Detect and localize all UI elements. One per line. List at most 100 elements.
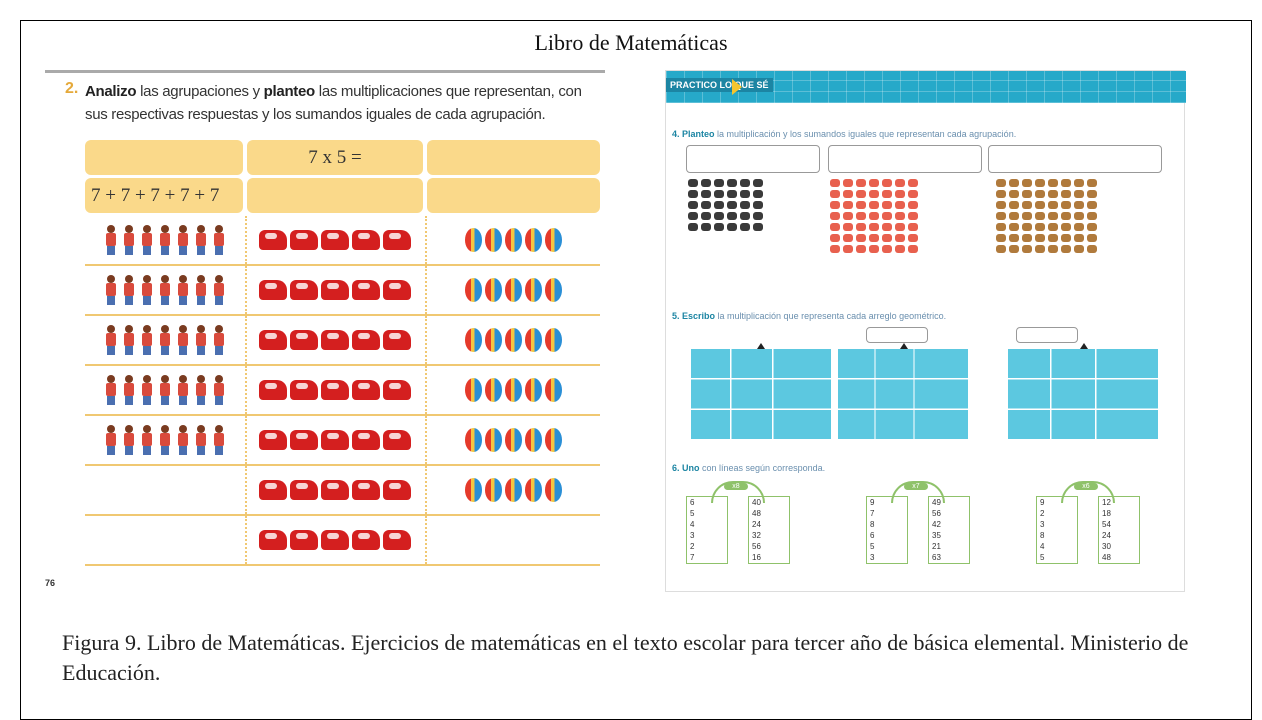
- number-cell[interactable]: 6: [870, 531, 875, 540]
- number-cell[interactable]: 4: [1040, 542, 1045, 551]
- cookie-icon: [1087, 245, 1097, 253]
- number-cell[interactable]: 21: [932, 542, 941, 551]
- number-cell[interactable]: 5: [1040, 553, 1045, 562]
- girl-icon: [211, 325, 226, 355]
- number-cell[interactable]: 6: [690, 498, 695, 507]
- balloon-icon: [505, 278, 522, 302]
- balloon-icon: [545, 378, 562, 402]
- candy-icon: [830, 245, 840, 253]
- number-cell[interactable]: 24: [752, 520, 761, 529]
- answer-box[interactable]: [828, 145, 982, 173]
- cookie-icon: [1048, 212, 1058, 220]
- cookie-icon: [1087, 179, 1097, 187]
- cookie-icon: [1048, 201, 1058, 209]
- page-number: 76: [45, 578, 56, 588]
- cookie-icon: [1061, 190, 1071, 198]
- candy-icon: [843, 190, 853, 198]
- candy-icon: [908, 201, 918, 209]
- header-cell[interactable]: [247, 178, 423, 213]
- car-icon: [321, 430, 349, 450]
- balloon-icon: [485, 278, 502, 302]
- header-cell[interactable]: [427, 140, 600, 175]
- cookies-grouping: [996, 179, 1097, 253]
- number-cell[interactable]: 35: [932, 531, 941, 540]
- number-cell[interactable]: 24: [1102, 531, 1111, 540]
- answer-box[interactable]: [686, 145, 820, 173]
- number-cell[interactable]: 32: [752, 531, 761, 540]
- car-icon: [321, 380, 349, 400]
- number-cell[interactable]: 40: [752, 498, 761, 507]
- cookie-icon: [1035, 223, 1045, 231]
- number-cell[interactable]: 56: [932, 509, 941, 518]
- cookie-icon: [1022, 234, 1032, 242]
- car-icon: [383, 380, 411, 400]
- section-tag: PRACTICO LO QUE SÉ: [666, 78, 773, 92]
- number-cell[interactable]: 7: [870, 509, 875, 518]
- column-separator: [245, 466, 247, 514]
- cookie-icon: [1061, 179, 1071, 187]
- balloon-icon: [525, 428, 542, 452]
- cookie-icon: [1009, 245, 1019, 253]
- girls-cell: [85, 266, 243, 314]
- girl-icon: [139, 325, 154, 355]
- number-cell[interactable]: 63: [932, 553, 941, 562]
- number-cell[interactable]: 9: [1040, 498, 1045, 507]
- multiplication-cell[interactable]: 7 x 5 =: [247, 140, 423, 175]
- answer-box[interactable]: [866, 327, 928, 343]
- addends-cell[interactable]: 7 + 7 + 7 + 7 + 7: [85, 178, 243, 213]
- answer-box[interactable]: [988, 145, 1162, 173]
- answer-box[interactable]: [1016, 327, 1078, 343]
- cookie-icon: [1074, 223, 1084, 231]
- header-cell[interactable]: [85, 140, 243, 175]
- balloon-icon: [485, 378, 502, 402]
- number-cell[interactable]: 2: [1040, 509, 1045, 518]
- cookie-icon: [996, 201, 1006, 209]
- number-cell[interactable]: 9: [870, 498, 875, 507]
- number-cell[interactable]: 3: [1040, 520, 1045, 529]
- number-cell[interactable]: 8: [1040, 531, 1045, 540]
- cup-icon: [727, 223, 737, 231]
- balloons-cell: [427, 266, 600, 314]
- candy-icon: [843, 179, 853, 187]
- number-cell[interactable]: 5: [870, 542, 875, 551]
- number-cell[interactable]: 12: [1102, 498, 1111, 507]
- number-cell[interactable]: 3: [870, 553, 875, 562]
- girls-cell: [85, 466, 243, 514]
- number-cell[interactable]: 5: [690, 509, 695, 518]
- candy-icon: [869, 212, 879, 220]
- girl-icon: [139, 425, 154, 455]
- car-icon: [259, 230, 287, 250]
- number-cell[interactable]: 2: [690, 542, 695, 551]
- number-cell[interactable]: 4: [690, 520, 695, 529]
- column-separator: [425, 366, 427, 414]
- balloon-icon: [545, 228, 562, 252]
- marker-icon: [900, 343, 908, 349]
- multiplier-label: x8: [724, 483, 748, 490]
- number-cell[interactable]: 42: [932, 520, 941, 529]
- balloon-icon: [485, 328, 502, 352]
- girl-icon: [121, 275, 136, 305]
- number-cell[interactable]: 16: [752, 553, 761, 562]
- number-cell[interactable]: 3: [690, 531, 695, 540]
- cup-icon: [714, 212, 724, 220]
- candy-icon: [895, 179, 905, 187]
- number-cell[interactable]: 18: [1102, 509, 1111, 518]
- candy-icon: [882, 234, 892, 242]
- column-separator: [425, 216, 427, 264]
- girl-icon: [157, 425, 172, 455]
- number-cell[interactable]: 56: [752, 542, 761, 551]
- cookie-icon: [1035, 190, 1045, 198]
- number-cell[interactable]: 48: [1102, 553, 1111, 562]
- number-cell[interactable]: 30: [1102, 542, 1111, 551]
- number-cell[interactable]: 8: [870, 520, 875, 529]
- number-cell[interactable]: 48: [752, 509, 761, 518]
- number-cell[interactable]: 49: [932, 498, 941, 507]
- cookie-icon: [996, 245, 1006, 253]
- balloon-icon: [485, 428, 502, 452]
- geometric-array: [838, 343, 968, 439]
- balloon-icon: [505, 478, 522, 502]
- header-cell[interactable]: [427, 178, 600, 213]
- number-cell[interactable]: 54: [1102, 520, 1111, 529]
- number-cell[interactable]: 7: [690, 553, 695, 562]
- balloons-cell: [427, 516, 600, 564]
